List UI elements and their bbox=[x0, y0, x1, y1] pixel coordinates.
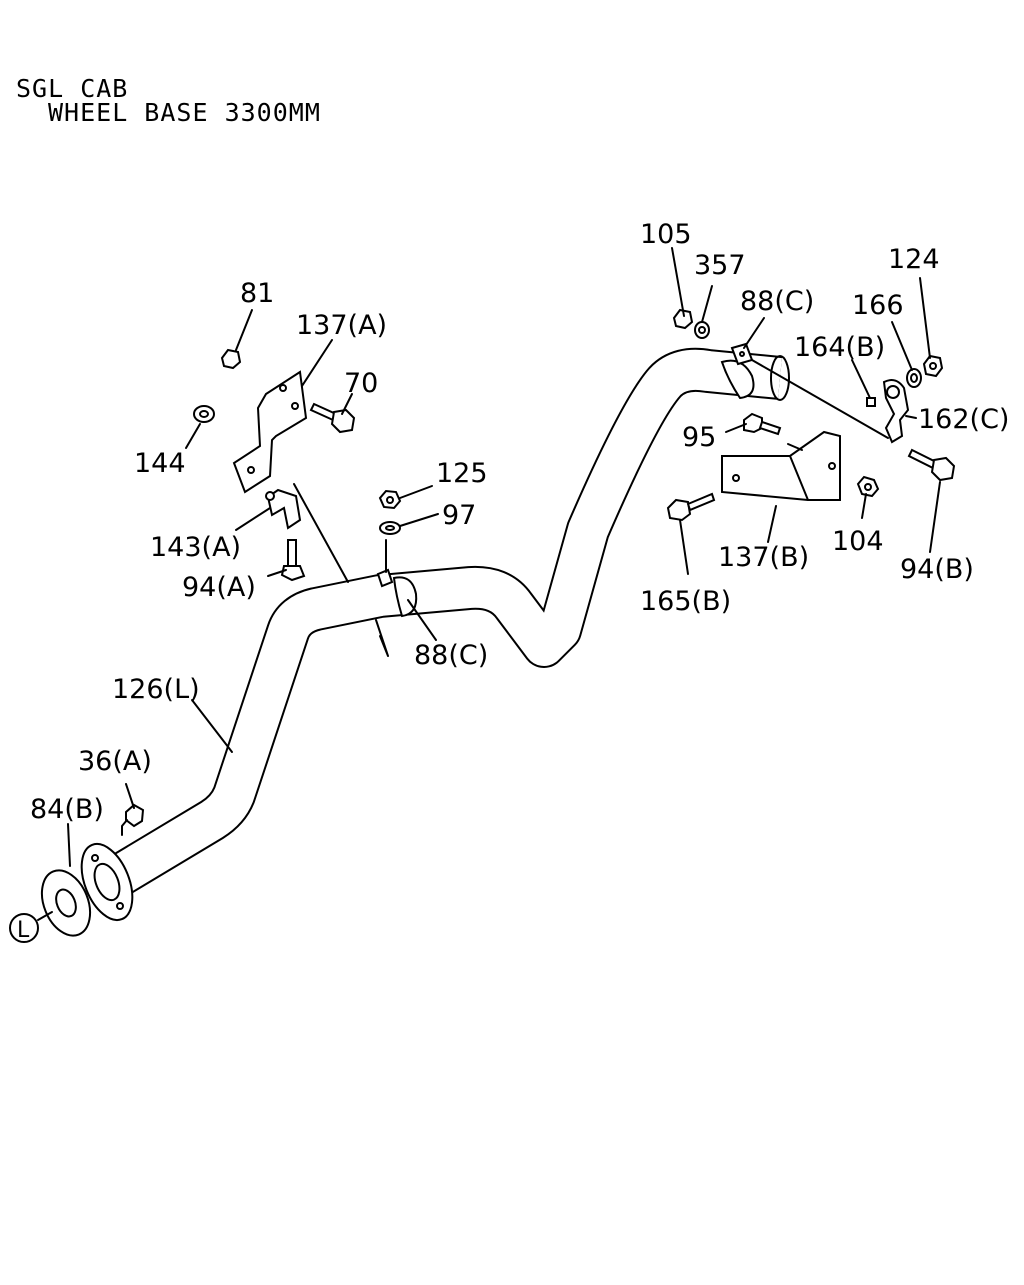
flange-gasket bbox=[40, 869, 92, 937]
nut-124 bbox=[922, 354, 944, 378]
callout-143a: 143(A) bbox=[150, 532, 241, 563]
callout-357: 357 bbox=[694, 250, 746, 281]
callout-124: 124 bbox=[888, 244, 940, 275]
leader-lines bbox=[37, 247, 941, 921]
nut-104 bbox=[856, 475, 880, 498]
callout-88c-right: 88(C) bbox=[740, 286, 814, 317]
callout-94b: 94(B) bbox=[900, 554, 974, 585]
nut-125 bbox=[378, 489, 402, 510]
callout-126l: 126(L) bbox=[112, 674, 200, 705]
nut-105 bbox=[672, 308, 694, 330]
callout-81: 81 bbox=[240, 278, 274, 309]
callout-165b: 165(B) bbox=[640, 586, 731, 617]
callout-70: 70 bbox=[344, 368, 378, 399]
callout-labels: 81 137(A) 70 144 143(A) 94(A) 125 97 88(… bbox=[17, 219, 1009, 943]
bracket-143a bbox=[265, 488, 302, 530]
hanger-162c bbox=[882, 379, 910, 444]
callout-166: 166 bbox=[852, 290, 904, 321]
nut-144 bbox=[193, 405, 215, 423]
callout-l: L bbox=[17, 918, 30, 943]
bracket-137b bbox=[721, 430, 841, 501]
callout-36a: 36(A) bbox=[78, 746, 152, 777]
callout-104: 104 bbox=[832, 526, 884, 557]
callout-125: 125 bbox=[436, 458, 488, 489]
callout-164b: 164(B) bbox=[794, 332, 885, 363]
callout-circle-l bbox=[9, 913, 39, 943]
callout-95: 95 bbox=[682, 422, 716, 453]
bracket-137a bbox=[232, 370, 308, 494]
callout-94a: 94(A) bbox=[182, 572, 256, 603]
callout-162c: 162(C) bbox=[918, 404, 1009, 435]
bolt-95 bbox=[743, 412, 782, 436]
callout-97: 97 bbox=[442, 500, 476, 531]
callout-144: 144 bbox=[134, 448, 186, 479]
bolt-70 bbox=[309, 402, 356, 434]
washer-357 bbox=[694, 321, 710, 339]
bolt-94a bbox=[280, 539, 306, 582]
nut-81 bbox=[220, 348, 242, 370]
exhaust-pipe bbox=[100, 347, 790, 899]
nut-36a bbox=[121, 803, 145, 836]
bolt-94b bbox=[907, 448, 956, 482]
callout-105: 105 bbox=[640, 219, 692, 250]
pipe-flange bbox=[80, 843, 134, 921]
bolt-165b bbox=[666, 492, 716, 522]
callout-137a: 137(A) bbox=[296, 310, 387, 341]
diagram-title-wheelbase: WHEEL BASE 3300MM bbox=[48, 98, 321, 127]
washer-97 bbox=[379, 521, 401, 535]
washer-166 bbox=[906, 368, 922, 388]
callout-88c-mid: 88(C) bbox=[414, 640, 488, 671]
pin-164b bbox=[866, 397, 876, 407]
callout-84b: 84(B) bbox=[30, 794, 104, 825]
callout-137b: 137(B) bbox=[718, 542, 809, 573]
diagram-title-cab: SGL CAB bbox=[16, 74, 129, 103]
